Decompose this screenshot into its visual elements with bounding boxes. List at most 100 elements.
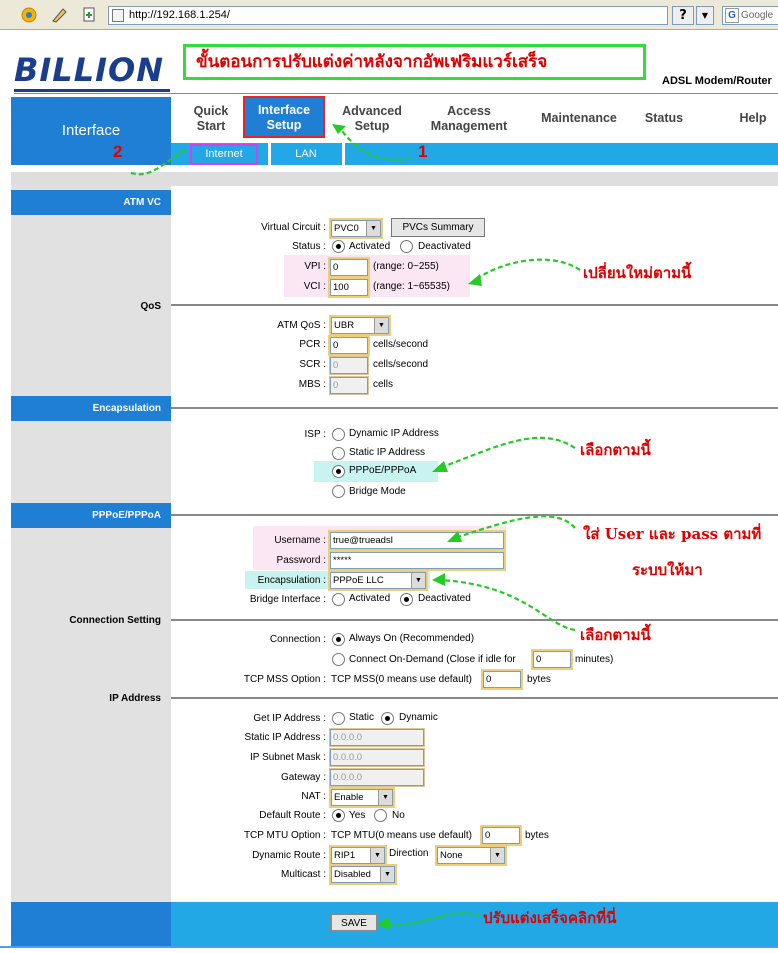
always-on-radio[interactable] <box>332 633 345 646</box>
default-route-yes-label: Yes <box>349 810 366 821</box>
isp-dynamic-label: Dynamic IP Address <box>349 428 439 439</box>
browser-toolbar: http://192.168.1.254/ ? ▼ G Google <box>0 0 778 30</box>
encapsulation-select[interactable]: PPPoE LLC▼ <box>328 570 428 591</box>
google-icon: G <box>725 8 739 23</box>
default-route-yes-radio[interactable] <box>332 809 345 822</box>
multicast-label: Multicast : <box>280 869 326 880</box>
step-2-marker: 2 <box>113 142 123 161</box>
nav-maintenance[interactable]: Maintenance <box>541 111 617 125</box>
address-url: http://192.168.1.254/ <box>129 9 230 21</box>
idle-time-input[interactable]: 0 <box>531 649 573 670</box>
isp-bridge-radio[interactable] <box>332 485 345 498</box>
nav-status[interactable]: Status <box>644 111 684 125</box>
subtab-internet[interactable]: Internet <box>190 144 258 165</box>
isp-dynamic-radio[interactable] <box>332 428 345 441</box>
section-encapsulation: Encapsulation <box>11 396 171 421</box>
tcp-mtu-unit: bytes <box>525 830 549 841</box>
status-activated-label: Activated <box>349 241 391 252</box>
annotation-encapsulation: เลือกตามนี้ <box>580 626 651 644</box>
status-deactivated-label: Deactivated <box>418 241 471 252</box>
billion-logo: BILLION <box>14 51 164 89</box>
vpi-input[interactable]: 0 <box>328 257 370 278</box>
chevron-down-icon: ▼ <box>366 221 380 236</box>
arrow-encap <box>439 578 576 632</box>
direction-select[interactable]: None▼ <box>435 845 507 866</box>
mbs-label: MBS : <box>298 379 326 390</box>
page-icon <box>112 9 124 22</box>
status-deactivated-radio[interactable] <box>400 240 413 253</box>
isp-label: ISP : <box>304 429 327 440</box>
save-button[interactable]: SAVE <box>330 913 378 932</box>
subnet-mask-label: IP Subnet Mask : <box>250 752 326 763</box>
tcp-mtu-input[interactable]: 0 <box>480 825 522 846</box>
virtual-circuit-select[interactable]: PVC0▼ <box>329 218 383 239</box>
arrow-save <box>384 912 481 927</box>
minutes-label: minutes) <box>575 654 614 665</box>
isp-pppoe-radio[interactable] <box>332 465 345 478</box>
product-name: ADSL Modem/Router <box>662 75 772 87</box>
browser-logo-icon[interactable] <box>20 6 38 24</box>
subtab-lan[interactable]: LAN <box>295 148 317 160</box>
gateway-label: Gateway : <box>280 772 326 783</box>
isp-static-radio[interactable] <box>332 447 345 460</box>
pcr-input[interactable]: 0 <box>328 335 370 356</box>
scr-input[interactable]: 0 <box>329 356 369 375</box>
section-qos: QoS <box>140 301 161 312</box>
bridge-activated-radio[interactable] <box>332 593 345 606</box>
search-input[interactable]: G Google <box>722 6 778 25</box>
pvcs-summary-button[interactable]: PVCs Summary <box>391 218 485 237</box>
edit-icon[interactable] <box>50 6 68 24</box>
bottom-border <box>0 946 778 948</box>
password-input[interactable]: ***** <box>328 550 506 571</box>
connection-label: Connection : <box>269 634 326 645</box>
mbs-input[interactable]: 0 <box>329 376 369 395</box>
help-button[interactable]: ? <box>672 6 694 25</box>
on-demand-radio[interactable] <box>332 653 345 666</box>
page-add-icon[interactable] <box>80 6 98 24</box>
gateway-input[interactable]: 0.0.0.0 <box>329 768 425 787</box>
get-ip-static-radio[interactable] <box>332 712 345 725</box>
chevron-down-icon: ▼ <box>374 318 388 333</box>
divider <box>171 304 778 306</box>
multicast-select[interactable]: Disabled▼ <box>329 864 397 885</box>
nav-help[interactable]: Help <box>739 111 767 125</box>
isp-static-label: Static IP Address <box>349 447 425 458</box>
get-ip-dynamic-radio[interactable] <box>381 712 394 725</box>
section-atm-vc: ATM VC <box>11 190 171 215</box>
password-label: Password : <box>276 555 326 566</box>
sub-nav-separator <box>342 143 345 165</box>
atm-qos-select[interactable]: UBR▼ <box>329 315 391 336</box>
atm-qos-label: ATM QoS : <box>277 320 326 331</box>
dynamic-route-select[interactable]: RIP1▼ <box>329 845 387 866</box>
annotation-save: ปรับแต่งเสร็จคลิกที่นี่ <box>483 909 617 927</box>
status-activated-radio[interactable] <box>332 240 345 253</box>
tcp-mss-text: TCP MSS(0 means use default) <box>331 674 472 685</box>
chevron-down-icon: ▼ <box>380 867 394 882</box>
subnet-mask-input[interactable]: 0.0.0.0 <box>329 748 425 767</box>
logo-underline <box>14 89 170 92</box>
address-bar[interactable]: http://192.168.1.254/ <box>108 6 668 25</box>
isp-bridge-label: Bridge Mode <box>349 486 406 497</box>
annotation-user-line2: ระบบให้มา <box>632 561 703 579</box>
nat-select[interactable]: Enable▼ <box>329 787 395 808</box>
bridge-deactivated-radio[interactable] <box>400 593 413 606</box>
static-ip-input[interactable]: 0.0.0.0 <box>329 728 425 747</box>
scr-unit: cells/second <box>373 359 429 370</box>
encapsulation-label: Encapsulation : <box>257 575 326 586</box>
tcp-mss-input[interactable]: 0 <box>481 669 523 690</box>
footer-left <box>11 902 171 946</box>
arrowhead <box>432 461 448 472</box>
section-title: Interface <box>11 97 171 165</box>
arrowhead <box>377 917 389 930</box>
vci-input[interactable]: 100 <box>328 277 370 298</box>
dropdown-button[interactable]: ▼ <box>696 6 714 25</box>
chevron-down-icon: ▼ <box>411 573 425 588</box>
annotation-isp: เลือกตามนี้ <box>580 441 651 459</box>
get-ip-static-label: Static <box>349 712 375 723</box>
arrow-isp <box>439 436 576 470</box>
default-route-no-radio[interactable] <box>374 809 387 822</box>
